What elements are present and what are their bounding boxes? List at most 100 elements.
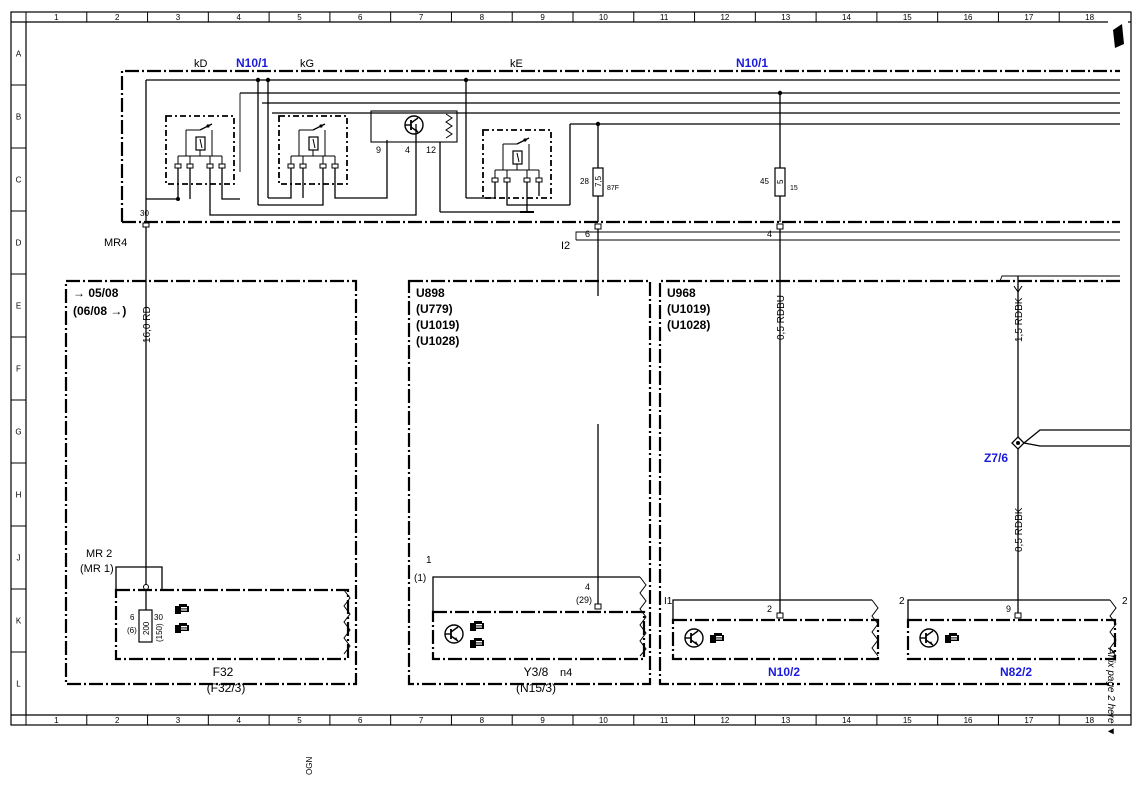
fuse-pin-45: 45 <box>760 177 769 186</box>
fuse-value-7-5: 7,5 <box>594 175 603 187</box>
grid-column-label: 8 <box>480 716 485 725</box>
grid-row-label: J <box>17 554 21 563</box>
grid-column-label: 6 <box>358 716 363 725</box>
grid-column-label: 18 <box>1085 13 1094 22</box>
stray-mark: OGN <box>305 757 314 775</box>
connector-i2: I2 <box>561 240 570 252</box>
grid-column-label: 17 <box>1024 13 1033 22</box>
label-n10-1-left: N10/1 <box>236 56 268 70</box>
connector-pin-6: 6 <box>585 229 590 239</box>
label-kd: kD <box>194 58 208 70</box>
grid-column-label: 9 <box>540 716 545 725</box>
fuse-value-5: 5 <box>776 179 785 184</box>
f32-mr2: MR 2 <box>86 548 112 560</box>
y38-hand-icon-2 <box>470 638 484 648</box>
fuse-pin-15: 15 <box>790 185 798 192</box>
grid-column-label: 11 <box>660 13 669 22</box>
grid-column-label: 12 <box>720 716 729 725</box>
n102-pin-2: 2 <box>767 604 772 614</box>
page-tab-icon <box>1113 24 1124 48</box>
grid-column-label: 10 <box>599 13 608 22</box>
wire-16-rd: 16,0 RD <box>142 306 153 343</box>
fuse-pin-28: 28 <box>580 177 589 186</box>
grid-row-label: H <box>16 491 22 500</box>
y38-pin-4-alt: (29) <box>576 595 592 605</box>
y38-transistor-icon <box>444 624 464 644</box>
section-n10-2: U968 (U1019) (U1028) 0,5 RDBU I1 2 N10/2 <box>658 279 1120 686</box>
n822-name: N82/2 <box>1000 665 1032 679</box>
label-n10-1-right: N10/1 <box>736 56 768 70</box>
grid-row-label: K <box>16 617 22 626</box>
grid-row-label: C <box>16 176 22 185</box>
pin-30: 30 <box>140 209 149 218</box>
label-ke: kE <box>510 58 523 70</box>
grid-column-label: 15 <box>903 13 912 22</box>
grid-column-label: 4 <box>236 13 241 22</box>
f32-fuse-alt: (150) <box>155 623 164 642</box>
connector-area: MR4 I2 6 4 <box>104 222 1120 614</box>
grid-column-label: 11 <box>660 716 669 725</box>
y38-pin-4: 4 <box>585 582 590 592</box>
n822-pin-9: 9 <box>1006 604 1011 614</box>
connector-mr4: MR4 <box>104 237 127 249</box>
grid-row-label: A <box>16 50 22 59</box>
section-y3-8: U898 (U779) (U1019) (U1028) 1 (1) 4 (29)… <box>407 279 652 695</box>
grid-column-label: 15 <box>903 716 912 725</box>
grid-column-label: 1 <box>54 716 59 725</box>
grid-column-label: 14 <box>842 13 851 22</box>
grid-row-label: B <box>16 113 21 122</box>
grid-row-label: G <box>15 428 21 437</box>
y38-code-3: (U1019) <box>416 318 459 332</box>
drawing-frame: 1122334455667788991010111112121313141415… <box>10 11 1132 726</box>
f32-fuse-value: 200 <box>142 621 151 635</box>
grid-column-label: 13 <box>781 13 790 22</box>
grid-row-label: D <box>16 239 22 248</box>
grid-column-label: 2 <box>115 13 120 22</box>
y38-code-1: U898 <box>416 286 445 300</box>
n822-left-pin: 2 <box>899 596 905 607</box>
grid-column-label: 12 <box>720 13 729 22</box>
n102-transistor-icon <box>684 628 704 648</box>
grid-column-label: 13 <box>781 716 790 725</box>
grid-column-label: 7 <box>419 716 424 725</box>
f32-pin-6: 6 <box>130 613 135 622</box>
f32-pin-30: 30 <box>154 613 163 622</box>
connector-pin-4: 4 <box>767 229 772 239</box>
grid-column-label: 3 <box>176 13 181 22</box>
splice-z7-6: Z7/6 <box>984 451 1008 465</box>
y38-pin-1-alt: (1) <box>414 573 426 584</box>
grid-column-label: 16 <box>964 716 973 725</box>
grid-column-label: 4 <box>236 716 241 725</box>
wire-1-5-rdbk: 1,5 RDBK <box>1014 297 1025 342</box>
y38-sub: n4 <box>560 667 572 679</box>
grid-column-label: 14 <box>842 716 851 725</box>
grid-column-label: 8 <box>480 13 485 22</box>
f32-date-from: → 05/08 <box>73 286 119 300</box>
grid-column-label: 10 <box>599 716 608 725</box>
label-kg: kG <box>300 58 314 70</box>
grid-column-label: 9 <box>540 13 545 22</box>
y38-name-alt: (N15/3) <box>516 681 556 695</box>
f32-mr1: (MR 1) <box>80 563 114 575</box>
pin-9: 9 <box>376 145 381 155</box>
f32-date-to: (06/08 →) <box>73 304 126 318</box>
grid-column-label: 18 <box>1085 716 1094 725</box>
y38-name: Y3/8 <box>524 665 549 679</box>
wire-0-5-rdbk: 0,5 RDBK <box>1014 507 1025 552</box>
n102-hand-icon <box>710 633 724 643</box>
n822-hand-icon <box>945 633 959 643</box>
y38-code-2: (U779) <box>416 302 453 316</box>
pin-12: 12 <box>426 145 436 155</box>
grid-column-label: 1 <box>54 13 59 22</box>
affix-note: Affix page 2 here ▼ <box>1105 647 1116 736</box>
f32-pin-6-alt: (6) <box>127 626 137 635</box>
y38-hand-icon-1 <box>470 621 484 631</box>
n822-transistor-icon <box>919 628 939 648</box>
y38-pin-1: 1 <box>426 555 432 566</box>
grid-column-label: 2 <box>115 716 120 725</box>
f32-name-alt: (F32/3) <box>207 681 246 695</box>
n822-right-pin: 2 <box>1122 596 1128 607</box>
f32-hand-icon-1 <box>175 604 189 614</box>
grid-column-label: 5 <box>297 13 302 22</box>
